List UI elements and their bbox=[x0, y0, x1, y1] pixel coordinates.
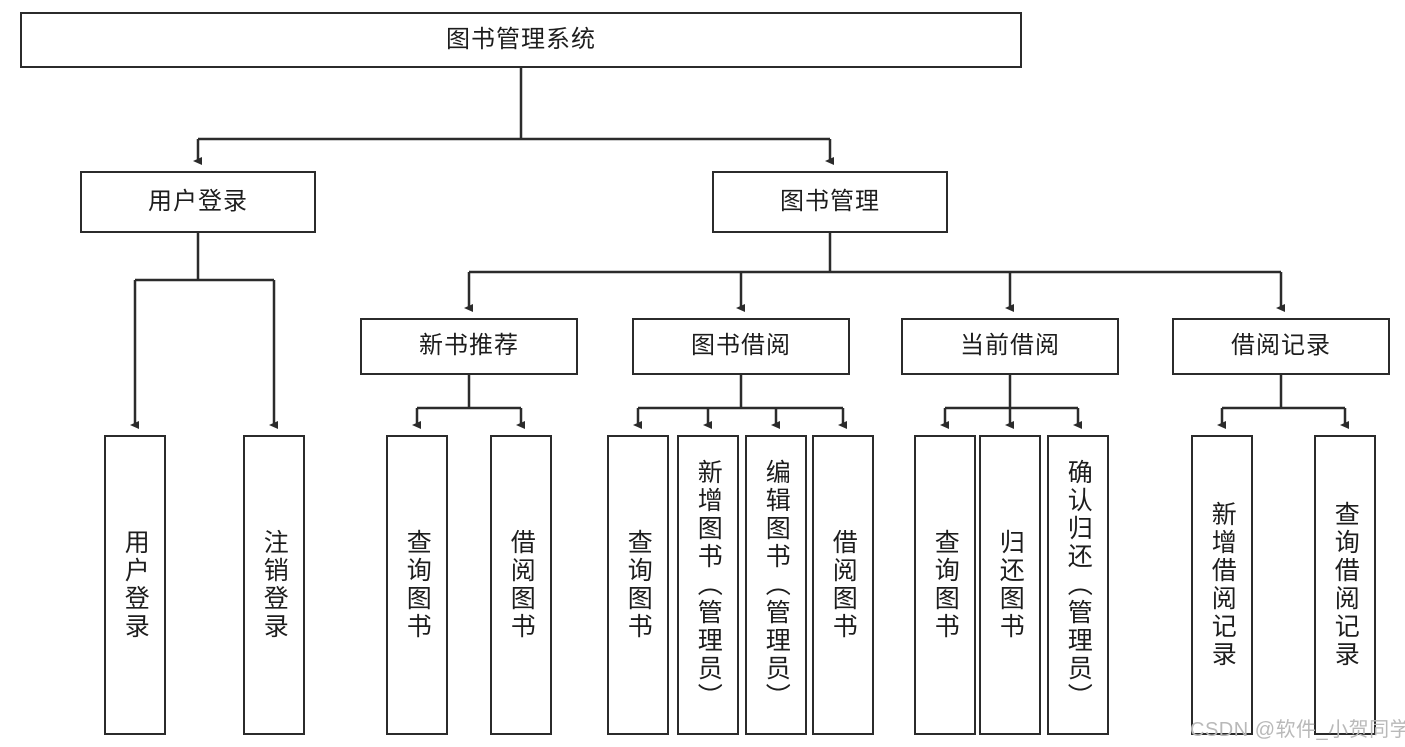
node-current-borrow[interactable]: 当前借阅 bbox=[901, 318, 1119, 375]
leaf-book-borrow-lend[interactable]: 借阅图书 bbox=[812, 435, 874, 735]
node-label: 借阅图书 bbox=[507, 529, 536, 641]
node-label: 用户登录 bbox=[121, 529, 150, 641]
node-label: 图书管理 bbox=[780, 187, 880, 215]
node-label: 用户登录 bbox=[148, 187, 248, 215]
node-label: 借阅记录 bbox=[1231, 332, 1331, 360]
node-new-book-recommend[interactable]: 新书推荐 bbox=[360, 318, 578, 375]
node-label: 编辑图书（管理员） bbox=[762, 459, 791, 711]
leaf-current-borrow-confirm[interactable]: 确认归还（管理员） bbox=[1047, 435, 1109, 735]
node-label: 归还图书 bbox=[996, 529, 1025, 641]
leaf-new-book-query[interactable]: 查询图书 bbox=[386, 435, 448, 735]
leaf-borrow-record-query[interactable]: 查询借阅记录 bbox=[1314, 435, 1376, 735]
node-borrow-record[interactable]: 借阅记录 bbox=[1172, 318, 1390, 375]
node-label: 图书借阅 bbox=[691, 332, 791, 360]
node-label: 新增图书（管理员） bbox=[694, 459, 723, 711]
node-label: 注销登录 bbox=[260, 529, 289, 641]
node-label: 借阅图书 bbox=[829, 529, 858, 641]
node-label: 查询图书 bbox=[403, 529, 432, 641]
leaf-user-login-signin[interactable]: 用户登录 bbox=[104, 435, 166, 735]
leaf-current-borrow-return[interactable]: 归还图书 bbox=[979, 435, 1041, 735]
node-label: 图书管理系统 bbox=[446, 25, 596, 53]
leaf-new-book-borrow[interactable]: 借阅图书 bbox=[490, 435, 552, 735]
node-label: 查询借阅记录 bbox=[1331, 501, 1360, 669]
node-book-management[interactable]: 图书管理 bbox=[712, 171, 948, 233]
node-book-borrow[interactable]: 图书借阅 bbox=[632, 318, 850, 375]
node-label: 确认归还（管理员） bbox=[1064, 459, 1093, 711]
leaf-book-borrow-edit[interactable]: 编辑图书（管理员） bbox=[745, 435, 807, 735]
node-label: 查询图书 bbox=[931, 529, 960, 641]
node-label: 新增借阅记录 bbox=[1208, 501, 1237, 669]
csdn-watermark: CSDN @软件_小贺同学 bbox=[1190, 719, 1405, 741]
leaf-user-login-signout[interactable]: 注销登录 bbox=[243, 435, 305, 735]
node-root-system[interactable]: 图书管理系统 bbox=[20, 12, 1022, 68]
node-label: 新书推荐 bbox=[419, 332, 519, 360]
node-label: 当前借阅 bbox=[960, 332, 1060, 360]
leaf-borrow-record-add[interactable]: 新增借阅记录 bbox=[1191, 435, 1253, 735]
node-user-login[interactable]: 用户登录 bbox=[80, 171, 316, 233]
leaf-book-borrow-query[interactable]: 查询图书 bbox=[607, 435, 669, 735]
leaf-book-borrow-add[interactable]: 新增图书（管理员） bbox=[677, 435, 739, 735]
node-label: 查询图书 bbox=[624, 529, 653, 641]
leaf-current-borrow-query[interactable]: 查询图书 bbox=[914, 435, 976, 735]
